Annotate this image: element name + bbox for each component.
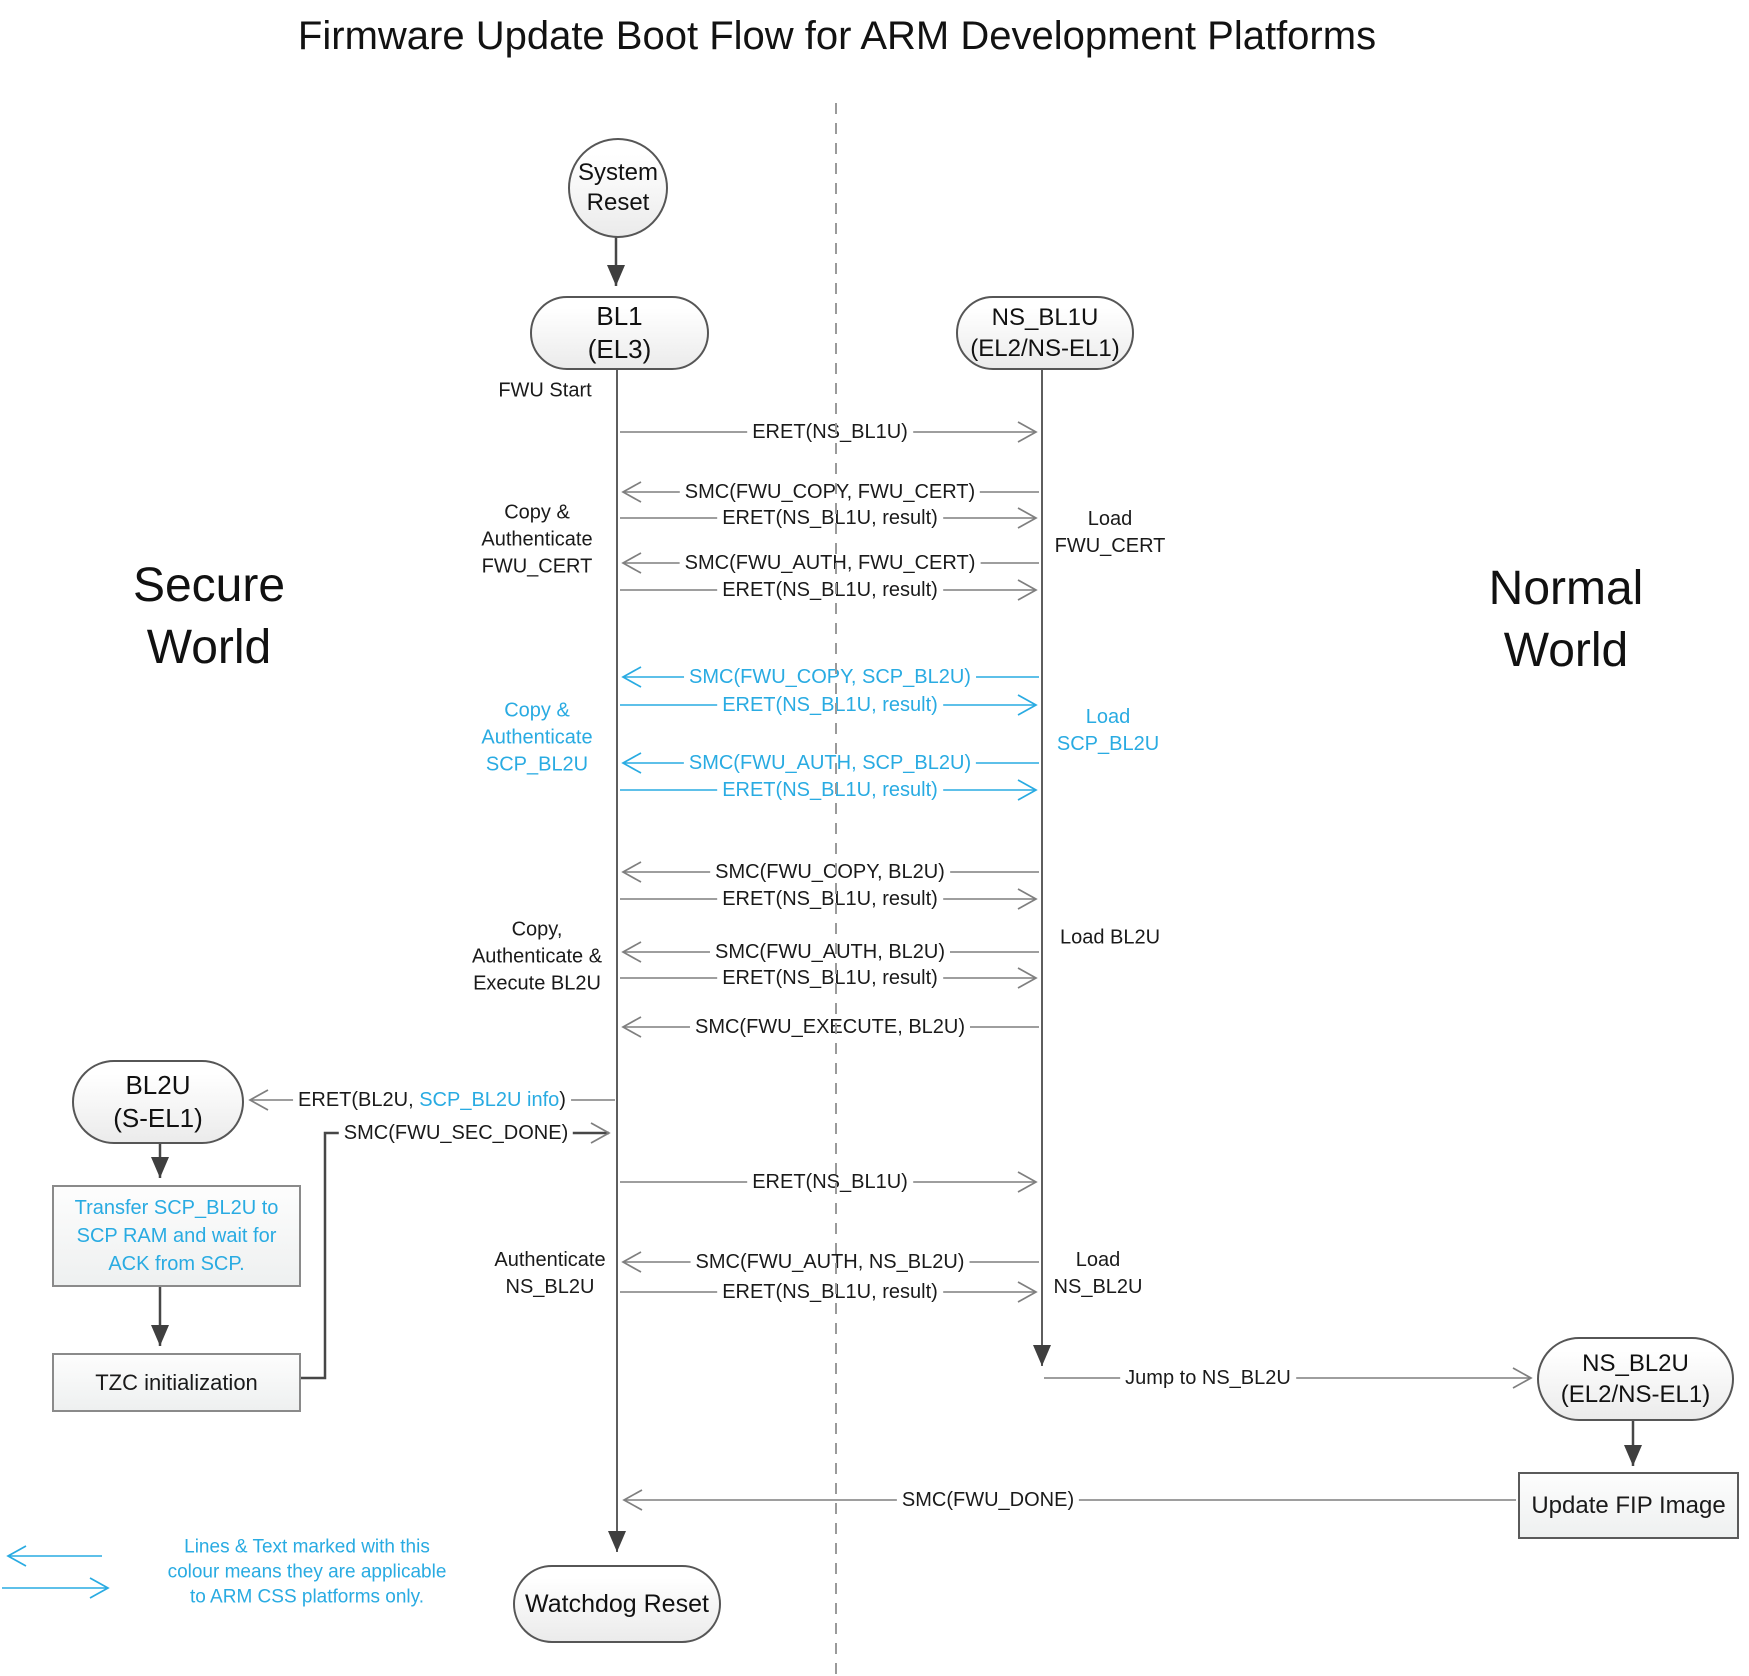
normal-world-line2: World: [1503, 624, 1629, 677]
load-scp-bl2u-1: Load: [1085, 706, 1131, 728]
secure-world-line2: World: [146, 621, 272, 674]
message-label: ERET(NS_BL1U, result): [717, 966, 943, 990]
label-auth-ns-bl2u: Authenticate NS_BL2U: [494, 1247, 605, 1301]
node-system-reset: System Reset: [568, 138, 668, 238]
label-load-fwu-cert: Load FWU_CERT: [1055, 506, 1166, 560]
box-update-fip: Update FIP Image: [1518, 1472, 1739, 1539]
node-system-reset-line2: Reset: [586, 189, 650, 216]
label-load-scp-bl2u: Load SCP_BL2U: [1057, 704, 1159, 758]
node-bl2u-line1: BL2U: [125, 1070, 191, 1100]
label-copy-auth-fwu-cert: Copy & Authenticate FWU_CERT: [481, 500, 592, 581]
node-ns-bl2u: NS_BL2U (EL2/NS-EL1): [1537, 1337, 1734, 1421]
copy-auth-scp-bl2u-1: Copy &: [504, 699, 570, 722]
fwu-start-text: FWU Start: [498, 379, 592, 402]
node-system-reset-line1: System: [577, 159, 658, 186]
message-label: ERET(NS_BL1U, result): [717, 1280, 943, 1304]
node-watchdog-reset: Watchdog Reset: [513, 1565, 721, 1643]
legend-line2: colour means they are applicable: [167, 1561, 447, 1583]
label-copy-auth-exec-bl2u: Copy, Authenticate & Execute BL2U: [472, 917, 602, 998]
message-label: SMC(FWU_COPY, BL2U): [710, 860, 950, 884]
node-ns-bl1u-line2: (EL2/NS-EL1): [970, 335, 1120, 362]
message-label: ERET(NS_BL1U, result): [717, 693, 943, 717]
node-ns-bl1u-line1: NS_BL1U: [991, 304, 1099, 331]
normal-world-line1: Normal: [1488, 562, 1644, 615]
message-label: SMC(FWU_AUTH, SCP_BL2U): [683, 751, 977, 775]
message-label: ERET(NS_BL1U, result): [717, 887, 943, 911]
node-ns-bl2u-line1: NS_BL2U: [1582, 1350, 1689, 1377]
copy-auth-scp-bl2u-2: Authenticate: [481, 726, 593, 749]
label-fwu-start: FWU Start: [498, 378, 591, 405]
copy-auth-fwu-cert-1: Copy &: [504, 501, 570, 524]
copy-auth-exec-bl2u-1: Copy,: [511, 918, 563, 941]
label-smc-fwu-sec-done: SMC(FWU_SEC_DONE): [338, 1121, 574, 1145]
box-transfer-scp-bl2u: Transfer SCP_BL2U to SCP RAM and wait fo…: [52, 1185, 301, 1287]
message-label: SMC(FWU_EXECUTE, BL2U): [689, 1015, 971, 1039]
message-label: ERET(NS_BL1U, result): [717, 506, 943, 530]
load-fwu-cert-2: FWU_CERT: [1054, 535, 1166, 557]
load-ns-bl2u-2: NS_BL2U: [1053, 1276, 1143, 1298]
legend-line3: to ARM CSS platforms only.: [189, 1586, 425, 1608]
box-tzc-init: TZC initialization: [52, 1353, 301, 1412]
auth-ns-bl2u-1: Authenticate: [494, 1249, 606, 1271]
copy-auth-exec-bl2u-2: Authenticate &: [471, 945, 603, 968]
page-title: Firmware Update Boot Flow for ARM Develo…: [297, 14, 1377, 58]
message-label: SMC(FWU_AUTH, NS_BL2U): [690, 1250, 970, 1274]
node-bl1-line1: BL1: [596, 301, 643, 331]
message-label: ERET(NS_BL1U, result): [717, 778, 943, 802]
eret-bl2u-prefix: ERET(BL2U,: [298, 1089, 414, 1111]
message-label: ERET(NS_BL1U): [747, 1170, 913, 1194]
label-load-bl2u: Load BL2U: [1060, 925, 1160, 952]
copy-auth-fwu-cert-3: FWU_CERT: [481, 555, 593, 578]
node-bl2u: BL2U (S-EL1): [72, 1060, 244, 1144]
transfer-line3: ACK from SCP.: [108, 1253, 245, 1275]
auth-ns-bl2u-2: NS_BL2U: [505, 1276, 595, 1298]
label-eret-bl2u: ERET(BL2U, SCP_BL2U info): [293, 1088, 571, 1112]
copy-auth-fwu-cert-2: Authenticate: [481, 528, 593, 551]
node-bl2u-line2: (S-EL1): [113, 1103, 203, 1133]
node-ns-bl1u: NS_BL1U (EL2/NS-EL1): [956, 296, 1134, 370]
load-bl2u-text: Load BL2U: [1059, 926, 1161, 949]
secure-world-label: Secure World: [133, 555, 285, 679]
load-fwu-cert-1: Load: [1087, 508, 1133, 530]
transfer-line1: Transfer SCP_BL2U to: [74, 1197, 279, 1219]
copy-auth-scp-bl2u-3: SCP_BL2U: [485, 753, 589, 776]
label-copy-auth-scp-bl2u: Copy & Authenticate SCP_BL2U: [481, 698, 592, 779]
tzc-init-label: TZC initialization: [95, 1369, 258, 1395]
message-label: SMC(FWU_AUTH, FWU_CERT): [679, 551, 981, 575]
legend-text: Lines & Text marked with this colour mea…: [168, 1535, 447, 1610]
node-ns-bl2u-line2: (EL2/NS-EL1): [1560, 1381, 1711, 1408]
label-load-ns-bl2u: Load NS_BL2U: [1054, 1247, 1143, 1301]
message-label: SMC(FWU_COPY, SCP_BL2U): [684, 665, 976, 689]
transfer-line2: SCP RAM and wait for: [76, 1225, 277, 1247]
label-smc-fwu-done: SMC(FWU_DONE): [896, 1488, 1080, 1512]
node-bl1-line2: (EL3): [587, 334, 652, 364]
node-bl1: BL1 (EL3): [530, 296, 709, 370]
eret-bl2u-suffix: ): [559, 1089, 566, 1111]
message-label: ERET(NS_BL1U): [747, 420, 913, 444]
copy-auth-exec-bl2u-3: Execute BL2U: [473, 972, 601, 995]
label-jump-to-ns-bl2u: Jump to NS_BL2U: [1120, 1366, 1296, 1390]
node-watchdog-reset-label: Watchdog Reset: [525, 1589, 709, 1618]
normal-world-label: Normal World: [1489, 558, 1644, 682]
load-ns-bl2u-1: Load: [1075, 1249, 1121, 1271]
message-label: ERET(NS_BL1U, result): [717, 578, 943, 602]
update-fip-label: Update FIP Image: [1531, 1491, 1726, 1519]
secure-world-line1: Secure: [132, 559, 286, 612]
load-scp-bl2u-2: SCP_BL2U: [1056, 733, 1160, 755]
message-label: SMC(FWU_COPY, FWU_CERT): [679, 480, 981, 504]
message-label: SMC(FWU_AUTH, BL2U): [709, 940, 951, 964]
legend-line1: Lines & Text marked with this: [184, 1536, 430, 1558]
eret-bl2u-highlight: SCP_BL2U info: [413, 1089, 560, 1111]
